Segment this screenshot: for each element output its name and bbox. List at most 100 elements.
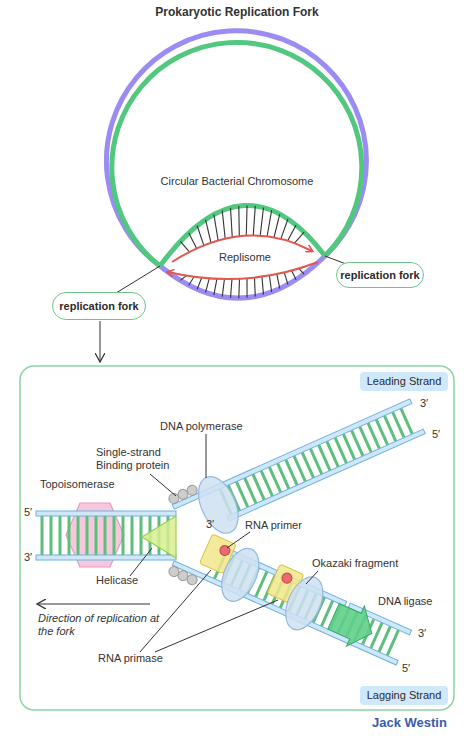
base-pair-rung (86, 516, 89, 555)
base-pair-rung (231, 279, 232, 298)
leader-line (155, 600, 278, 652)
base-pair-rung (368, 423, 379, 449)
inner-strand (112, 42, 362, 266)
base-pair-rung (189, 277, 194, 285)
leader-line (306, 571, 318, 584)
base-pair-rung (302, 452, 313, 478)
leader-line (206, 434, 207, 478)
base-pair-rung (122, 516, 125, 555)
node-text: Lagging Strand (367, 689, 442, 702)
leader-line (116, 266, 160, 293)
base-pair-rung (401, 408, 412, 434)
base-pair-rung (310, 449, 321, 475)
base-pair-rung (376, 419, 387, 445)
base-pair-rung (222, 279, 224, 297)
base-pair-rung (206, 220, 211, 243)
base-pair-rung (274, 214, 280, 237)
base-pair-rung (335, 438, 346, 464)
base-pair-rung (379, 626, 390, 652)
base-pair-rung (104, 516, 107, 555)
base-pair-rung (384, 416, 395, 442)
base-pair-rung (189, 233, 197, 248)
part-label: 3′ (24, 551, 36, 564)
base-pair-rung (197, 226, 204, 246)
base-pair-rung (294, 456, 305, 482)
part-label: Topoisomerase (40, 478, 130, 491)
outer-strand (106, 31, 366, 266)
base-pair-rung (222, 211, 225, 239)
part-label: DNA polymerase (160, 420, 260, 433)
base-pair-rung (253, 474, 264, 500)
base-pair-rung (59, 516, 62, 555)
part-label: 5′ (402, 662, 416, 675)
base-pair-rung (140, 516, 143, 555)
ssb-protein (186, 573, 199, 586)
base-pair-rung (281, 219, 288, 239)
part-label: Replisome (205, 251, 285, 264)
callout-box: replication fork (336, 262, 424, 288)
base-pair-rung (288, 225, 296, 241)
base-pair-rung (245, 478, 256, 504)
base-pair-rung (206, 278, 210, 292)
dna-strand (227, 429, 425, 521)
base-pair-rung (95, 516, 98, 555)
base-pair-rung (246, 205, 248, 235)
strand-label-pill: Lagging Strand (360, 686, 448, 705)
leader-line (227, 532, 250, 548)
base-pairs (220, 408, 412, 514)
base-pair-rung (41, 516, 44, 555)
base-pair-rung (68, 516, 71, 555)
base-pair-rung (238, 206, 240, 236)
base-pair-rung (277, 274, 280, 289)
leader-line (150, 474, 176, 496)
base-pair-rung (77, 516, 80, 555)
base-pair-rung (214, 279, 217, 295)
base-pair-rung (254, 278, 256, 297)
polymerase-shape (214, 543, 266, 607)
base-pair-rung (343, 434, 354, 460)
leader-line (130, 548, 152, 576)
base-pair-rung (180, 241, 189, 252)
part-label: 3′ (420, 397, 434, 410)
base-pair-rung (131, 516, 134, 555)
helicase-shape (142, 516, 176, 558)
base-pair-rung (319, 445, 330, 471)
callout-box: replication fork (52, 292, 146, 320)
dna-strand (36, 511, 176, 516)
base-pair-rung (262, 277, 264, 295)
base-pair-rung (253, 206, 255, 235)
part-label: RNA primer (245, 519, 315, 532)
base-pair-rung (231, 208, 233, 237)
new-strand-arrow (168, 262, 318, 279)
diagram-title: Prokaryotic Replication Fork (0, 5, 474, 19)
dna-strand (36, 555, 176, 560)
leading-arm (167, 389, 430, 550)
base-pair-rung (360, 427, 371, 453)
part-label: DNA ligase (378, 595, 448, 608)
ssb-protein (186, 484, 199, 497)
ligase-arrow (325, 596, 381, 653)
base-pair-rung (286, 460, 297, 486)
inset-frame (20, 366, 454, 710)
node-text: replication fork (340, 269, 419, 282)
base-pair-rung (371, 623, 382, 649)
base-pairs (180, 205, 304, 298)
base-pair-rung (246, 278, 247, 297)
base-pair-rung (50, 516, 53, 555)
base-pair-rung (393, 412, 404, 438)
inner-strand (160, 205, 325, 266)
direction-arrow (38, 604, 150, 605)
base-pair-rung (238, 279, 240, 298)
part-label: Okazaki fragment (312, 557, 412, 570)
base-pair-rung (260, 207, 263, 235)
base-pair-rung (294, 232, 304, 243)
node-text: replication fork (59, 300, 138, 313)
base-pair-rung (113, 516, 116, 555)
polymerase-shape (191, 471, 246, 540)
base-pair-rung (352, 430, 363, 456)
part-label: Circular Bacterial Chromosome (147, 175, 327, 188)
leader-line (140, 570, 211, 652)
base-pair-rung (214, 214, 218, 240)
base-pair-rung (284, 272, 288, 284)
